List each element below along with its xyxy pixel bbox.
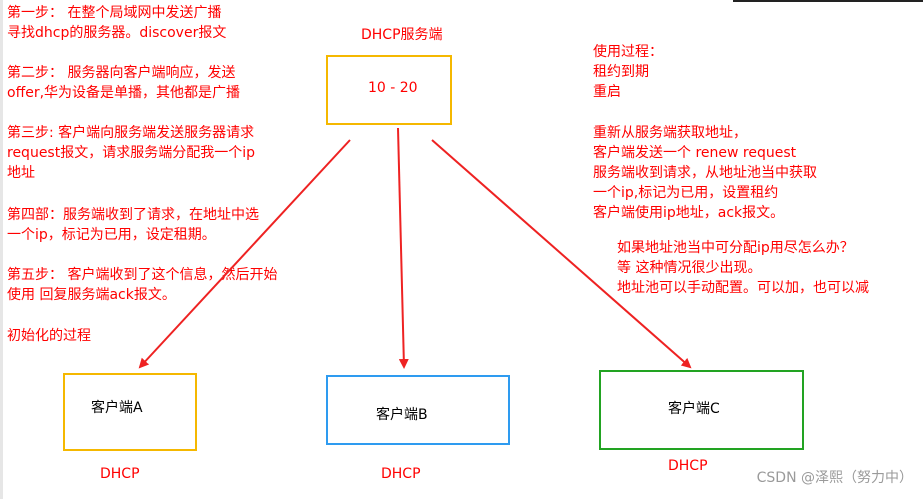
client-a-label: 客户端A xyxy=(91,400,143,416)
note-pool: 如果地址池当中可分配ip用尽怎么办？ 等 这种情况很少出现。 地址池可以手动配置… xyxy=(617,240,869,296)
arrow-to-client-b xyxy=(397,127,409,369)
note-step1: 第一步： 在整个局域网中发送广播 寻找dhcp的服务器。discover报文 xyxy=(7,5,227,41)
note-usage: 使用过程： 租约到期 重启 xyxy=(593,44,663,100)
client-b-caption: DHCP xyxy=(381,466,421,482)
server-range: 10 - 20 xyxy=(368,80,418,96)
note-step2: 第二步： 服务器向客户端响应，发送 offer,华为设备是单播，其他都是广播 xyxy=(7,65,241,101)
note-step4: 第四部：服务端收到了请求，在地址中选 一个ip，标记为已用，设定租期。 xyxy=(7,207,259,243)
left-edge-bar xyxy=(0,0,3,499)
client-c-label: 客户端C xyxy=(668,401,720,417)
client-a-box: 客户端A xyxy=(63,373,197,451)
server-title: DHCP服务端 xyxy=(361,27,443,43)
watermark: CSDN @泽熙（努力中） xyxy=(756,470,913,486)
server-box: 10 - 20 xyxy=(326,55,452,125)
client-b-label: 客户端B xyxy=(376,407,428,423)
client-b-box: 客户端B xyxy=(326,375,510,445)
client-c-box: 客户端C xyxy=(599,370,804,450)
arrow-to-client-c xyxy=(431,139,692,369)
client-c-caption: DHCP xyxy=(668,458,708,474)
client-a-caption: DHCP xyxy=(100,466,140,482)
note-renew: 重新从服务端获取地址， 客户端发送一个 renew request 服务端收到请… xyxy=(593,125,817,221)
note-init: 初始化的过程 xyxy=(7,328,91,344)
note-step3: 第三步: 客户端向服务端发送服务器请求 request报文，请求服务端分配我一个… xyxy=(7,125,255,181)
arrow-to-client-a xyxy=(138,139,351,369)
top-edge-bar xyxy=(733,0,923,2)
note-step5: 第五步： 客户端收到了这个信息，然后开始 使用 回复服务端ack报文。 xyxy=(7,267,278,303)
